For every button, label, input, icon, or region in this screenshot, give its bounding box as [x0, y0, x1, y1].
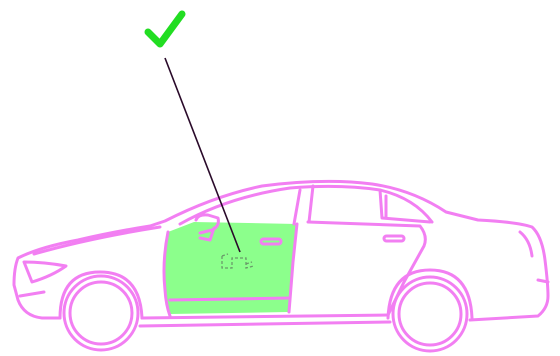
door-marker-icon — [221, 256, 255, 269]
door-marker-stroke — [221, 253, 253, 265]
checkmark-icon — [144, 10, 186, 48]
car-body-outline — [12, 179, 550, 353]
pointer-line — [164, 57, 241, 253]
